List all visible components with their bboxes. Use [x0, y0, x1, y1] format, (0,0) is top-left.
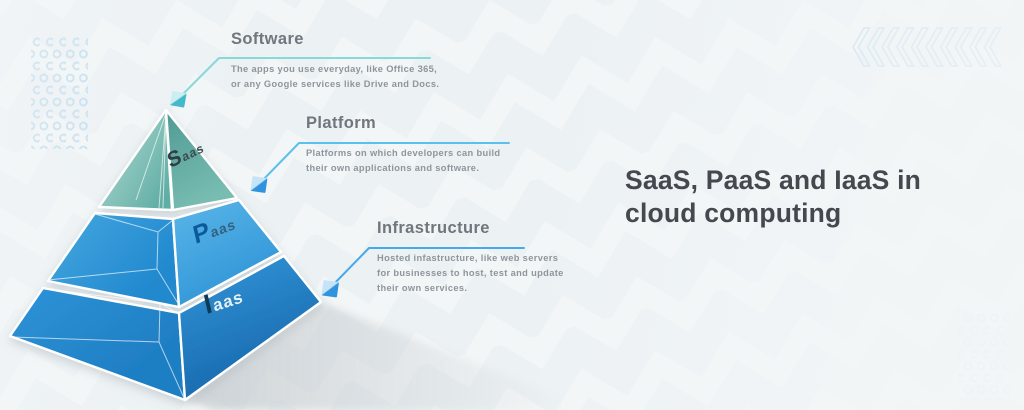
platform-description: Platforms on which developers can build … — [306, 148, 501, 173]
platform-marker-icon — [250, 176, 268, 193]
infrastructure-connector-line — [329, 247, 525, 289]
infrastructure-callout: Infrastructure Hosted infastructure, lik… — [377, 219, 564, 296]
iaas-layer-left-face — [8, 286, 187, 402]
saas-layer-right-face — [164, 108, 239, 212]
callout-connectors — [177, 57, 525, 289]
software-heading: Software — [231, 30, 304, 48]
connector-markers — [170, 91, 339, 298]
iaas-layer-right-face — [177, 254, 323, 402]
infrastructure-heading: Infrastructure — [377, 219, 490, 237]
paas-layer-right-face — [171, 198, 283, 309]
infrastructure-marker-icon — [321, 280, 339, 298]
platform-heading: Platform — [306, 114, 377, 132]
paas-label-rest: aas — [208, 215, 238, 241]
pyramid-wireframe — [11, 112, 185, 399]
software-marker-icon — [170, 91, 187, 108]
saas-layer-left-face — [97, 108, 174, 212]
pyramid — [8, 108, 323, 402]
software-callout: Software The apps you use everyday, like… — [231, 30, 439, 92]
infrastructure-description: Hosted infastructure, like web servers f… — [377, 253, 564, 293]
pyramid-shadow — [185, 302, 590, 410]
software-connector-line — [177, 57, 431, 100]
page-title: SaaS, PaaS and IaaS in cloud computing — [625, 165, 922, 228]
platform-connector-line — [258, 142, 510, 185]
software-description: The apps you use everyday, like Office 3… — [231, 64, 440, 89]
platform-callout: Platform Platforms on which developers c… — [306, 114, 500, 176]
